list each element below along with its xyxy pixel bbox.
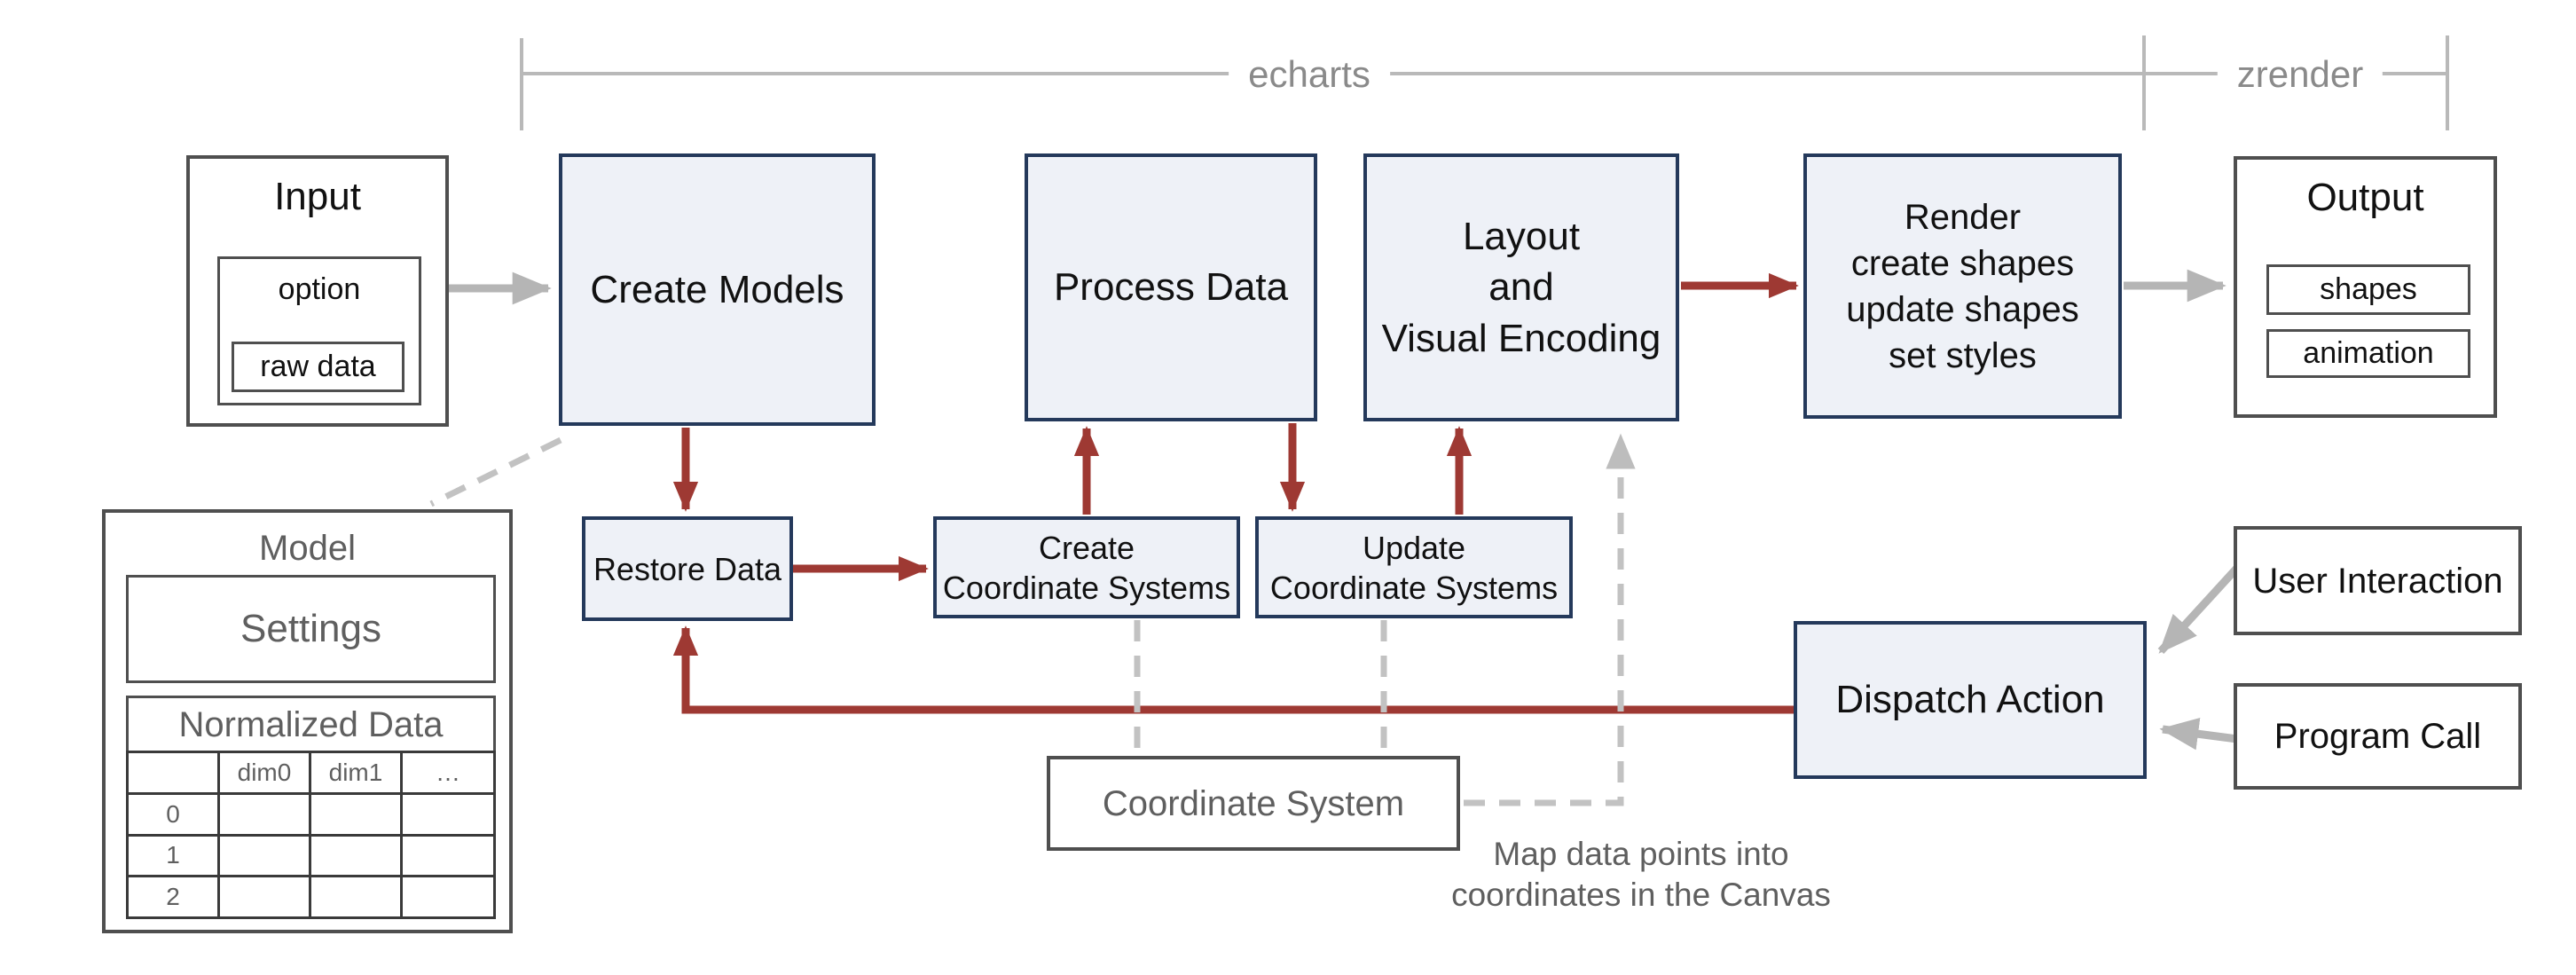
create-models-label: Create Models xyxy=(590,267,844,311)
empty-cell xyxy=(400,833,496,878)
table-row: 0 xyxy=(126,791,496,837)
program-call-label: Program Call xyxy=(2274,717,2482,756)
render-line3: update shapes xyxy=(1846,289,2079,329)
create-coord-line1: Create xyxy=(1038,529,1135,566)
render-line4: set styles xyxy=(1889,335,2037,375)
animation-box: animation xyxy=(2266,329,2470,378)
arrow-dispatch-to-restore-data xyxy=(672,625,1794,714)
row-label-cell: 0 xyxy=(126,791,220,837)
empty-cell xyxy=(309,791,403,837)
empty-cell xyxy=(400,875,496,919)
table-header-cell xyxy=(126,751,220,795)
settings-label: Settings xyxy=(240,607,381,651)
layout-visual-encoding-box: Layout and Visual Encoding xyxy=(1363,153,1679,421)
empty-cell xyxy=(217,833,311,878)
user-interaction-label: User Interaction xyxy=(2252,561,2503,601)
coordinate-system-box: Coordinate System xyxy=(1047,756,1460,851)
dispatch-action-label: Dispatch Action xyxy=(1835,678,2105,722)
table-header-cell: dim0 xyxy=(217,751,311,795)
table-header-cell: … xyxy=(400,751,496,795)
render-line1: Render xyxy=(1904,197,2022,237)
normalized-data-table: dim0 dim1 … 0 1 2 xyxy=(126,751,496,919)
create-models-box: Create Models xyxy=(559,153,876,426)
shapes-label: shapes xyxy=(2320,272,2417,307)
coordinate-system-label: Coordinate System xyxy=(1102,783,1405,823)
restore-data-label: Restore Data xyxy=(593,550,782,587)
empty-cell xyxy=(217,875,311,919)
dash-create-models-to-model xyxy=(429,436,562,507)
restore-data-box: Restore Data xyxy=(582,516,793,621)
render-box: Render create shapes update shapes set s… xyxy=(1803,153,2122,419)
zrender-bracket-label: zrender xyxy=(2217,53,2384,96)
empty-cell xyxy=(309,875,403,919)
input-box: Input option raw data xyxy=(186,155,449,427)
dash-coordinate-system-to-layout xyxy=(1464,433,1636,806)
dispatch-action-box: Dispatch Action xyxy=(1794,621,2147,779)
normalized-data-label: Normalized Data xyxy=(178,704,444,744)
shapes-box: shapes xyxy=(2266,264,2470,315)
raw-data-label: raw data xyxy=(260,350,376,384)
model-box: Model Settings Normalized Data dim0 dim1… xyxy=(102,509,513,933)
update-coord-line1: Update xyxy=(1362,529,1466,566)
user-interaction-box: User Interaction xyxy=(2234,526,2522,635)
table-header-row: dim0 dim1 … xyxy=(126,751,496,795)
table-row: 2 xyxy=(126,875,496,919)
raw-data-box: raw data xyxy=(232,342,404,392)
process-data-label: Process Data xyxy=(1053,265,1289,310)
option-box: option raw data xyxy=(217,256,421,405)
input-title: Input xyxy=(274,175,361,218)
output-box: Output shapes animation xyxy=(2234,156,2497,418)
program-call-box: Program Call xyxy=(2234,683,2522,790)
map-data-points-annotation: Map data points into coordinates in the … xyxy=(1437,834,1845,916)
model-title: Model xyxy=(259,529,356,568)
create-coord-line2: Coordinate Systems xyxy=(942,569,1231,606)
output-title: Output xyxy=(2306,176,2424,219)
row-label-cell: 1 xyxy=(126,833,220,878)
table-header-cell: dim1 xyxy=(309,751,403,795)
option-label: option xyxy=(278,272,361,306)
render-line2: create shapes xyxy=(1850,243,2075,283)
annotation-line2: coordinates in the Canvas xyxy=(1451,877,1831,914)
annotation-line1: Map data points into xyxy=(1493,836,1789,872)
table-row: 1 xyxy=(126,833,496,878)
row-label-cell: 2 xyxy=(126,875,220,919)
echarts-bracket-label: echarts xyxy=(1229,53,1390,96)
animation-label: animation xyxy=(2303,336,2434,371)
settings-box: Settings xyxy=(126,575,496,683)
layout-line3: Visual Encoding xyxy=(1381,316,1661,360)
update-coordinate-systems-box: Update Coordinate Systems xyxy=(1255,516,1573,618)
normalized-data-header: Normalized Data xyxy=(126,696,496,751)
process-data-box: Process Data xyxy=(1025,153,1317,421)
empty-cell xyxy=(217,791,311,837)
arrow-program-call-to-dispatch xyxy=(2159,718,2238,751)
layout-line2: and xyxy=(1488,265,1554,310)
arrow-user-interaction-to-dispatch xyxy=(2157,564,2241,655)
layout-line1: Layout xyxy=(1462,215,1581,259)
empty-cell xyxy=(309,833,403,878)
empty-cell xyxy=(400,791,496,837)
update-coord-line2: Coordinate Systems xyxy=(1269,569,1559,606)
create-coordinate-systems-box: Create Coordinate Systems xyxy=(933,516,1240,618)
